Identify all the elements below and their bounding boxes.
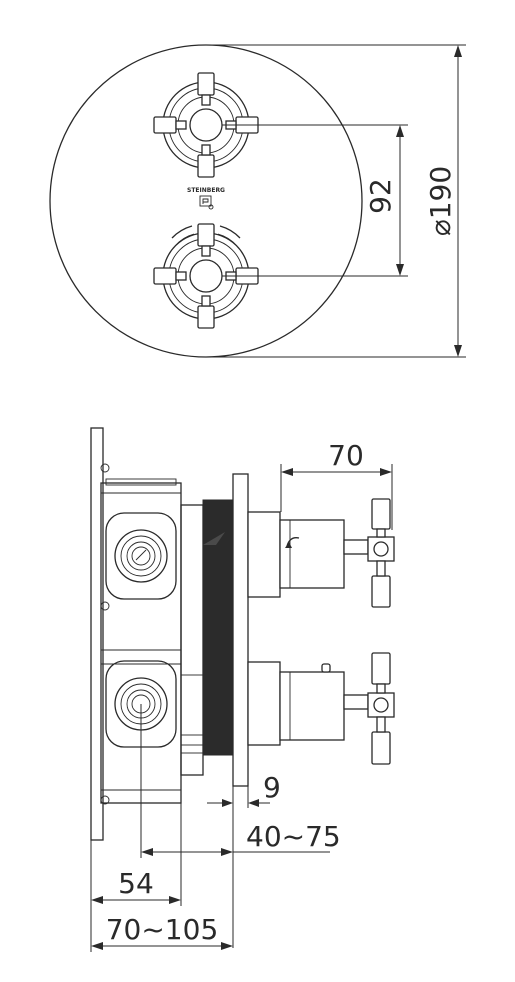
axis-label: 54: [118, 867, 154, 900]
dimension-diameter: ⌀190: [206, 44, 466, 358]
projection-label: 70: [328, 439, 364, 472]
cover-plate-section: [232, 473, 249, 787]
lower-cross-handle: [153, 223, 259, 329]
side-view: 70 9 40~75 54: [90, 427, 395, 952]
upper-stem-assembly: [247, 498, 395, 608]
dimension-projection: 70: [280, 439, 393, 530]
brand-label: STEINBERG: [187, 187, 225, 194]
dimension-plate: 9: [207, 771, 281, 948]
upper-port: [105, 512, 177, 600]
mounting-rail: [90, 427, 104, 841]
dimension-axis: 54: [90, 704, 182, 952]
dimension-spacing: 92: [222, 124, 408, 277]
dimension-total-range: 70~105: [91, 913, 233, 950]
total-range-label: 70~105: [106, 913, 219, 946]
lower-stem-assembly: [247, 652, 395, 765]
spacing-label: 92: [364, 178, 397, 214]
diameter-label: ⌀190: [424, 166, 457, 236]
depth-range-label: 40~75: [246, 820, 341, 853]
plate-label: 9: [263, 771, 281, 804]
extension-housing: [180, 504, 204, 776]
brand-logo: STEINBERG: [187, 187, 225, 210]
dimension-depth-range: 40~75: [141, 820, 341, 856]
front-view: STEINBERG 92: [49, 44, 466, 358]
